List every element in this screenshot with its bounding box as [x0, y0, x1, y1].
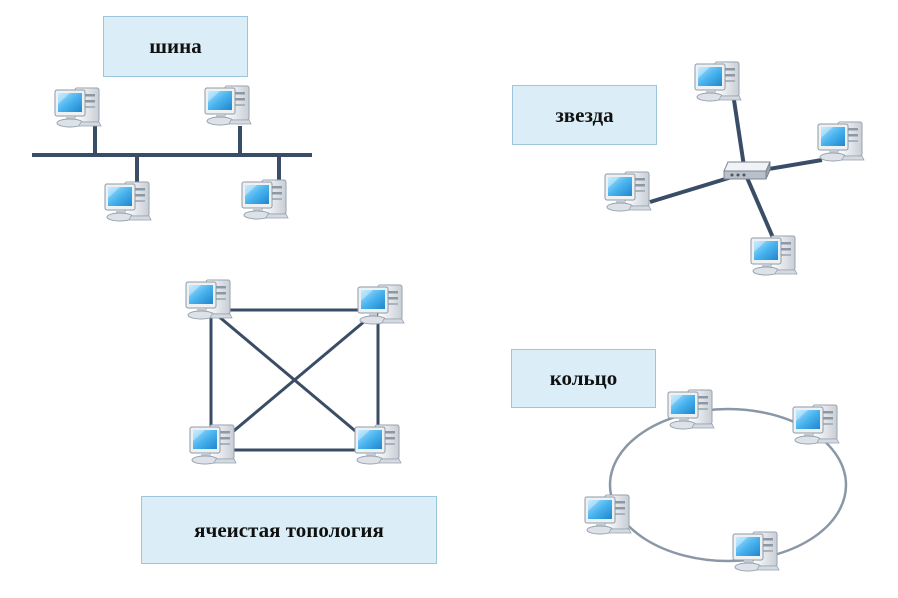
computer-icon [667, 389, 715, 430]
star-link [743, 172, 776, 241]
mesh-topology [185, 279, 405, 465]
computer-icon [357, 284, 405, 325]
computer-icon [817, 121, 865, 162]
computer-icon [354, 424, 402, 465]
computer-icon [104, 181, 152, 222]
star-topology [604, 61, 865, 276]
computer-icon [241, 179, 289, 220]
computer-icon [792, 404, 840, 445]
ring-cable [608, 407, 848, 563]
computer-icon [694, 61, 742, 102]
bus-topology [32, 85, 312, 222]
computer-icon [189, 424, 237, 465]
computer-icon [732, 531, 780, 572]
computer-icon [750, 235, 798, 276]
ring-label: кольцо [511, 349, 656, 408]
computer-icon [204, 85, 252, 126]
computer-icon [185, 279, 233, 320]
mesh-label: ячеистая топология [141, 496, 437, 564]
bus-cables [32, 126, 312, 184]
ring-topology [584, 389, 848, 572]
bus-label: шина [103, 16, 248, 77]
computer-icon [584, 494, 632, 535]
mesh-cables [209, 308, 380, 452]
computer-icon [54, 87, 102, 128]
star-link [732, 99, 747, 174]
mesh-link [210, 308, 379, 452]
computer-icon [604, 171, 652, 212]
network-hub-icon [723, 161, 771, 180]
star-label: звезда [512, 85, 657, 145]
